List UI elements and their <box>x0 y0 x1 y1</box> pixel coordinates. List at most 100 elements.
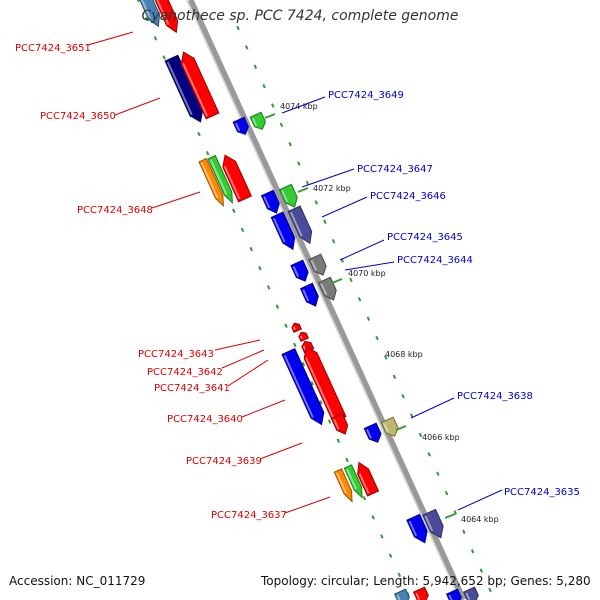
gene-3637-red[interactable] <box>353 460 380 497</box>
gene-3650-red[interactable] <box>177 49 220 120</box>
guide-dot <box>371 515 375 520</box>
gene-label-3645[interactable]: PCC7424_3645 <box>387 232 463 243</box>
kbp-label-4070: 4070 kbp <box>348 269 386 278</box>
guide-dot <box>357 297 362 302</box>
leader-line <box>281 96 326 114</box>
gene-3647-green[interactable] <box>278 183 301 209</box>
guide-dot <box>375 335 379 341</box>
leader-line <box>114 97 161 116</box>
gene-3651-red[interactable] <box>153 0 181 35</box>
gene-3637-green[interactable] <box>343 464 365 499</box>
gene-3644-gray[interactable] <box>308 253 329 278</box>
kbp-tick-4066 <box>395 425 407 431</box>
kbp-tick-4074 <box>264 113 276 119</box>
gene-3640-blue[interactable] <box>281 348 328 428</box>
gene-partial-1[interactable] <box>393 588 412 600</box>
leader-line <box>87 31 134 46</box>
gene-3649-green[interactable] <box>249 111 268 132</box>
guide-dot <box>293 342 297 348</box>
gene-label-3648[interactable]: PCC7424_3648 <box>77 205 153 216</box>
guide-dot <box>232 208 236 214</box>
gene-3646-blue[interactable] <box>270 211 299 252</box>
guide-dot <box>436 471 440 476</box>
gene-3648-orange[interactable] <box>198 157 227 208</box>
guide-dot <box>427 452 431 457</box>
gene-3648-green[interactable] <box>207 154 236 205</box>
gene-3639[interactable] <box>330 412 350 436</box>
gene-label-3639[interactable]: PCC7424_3639 <box>186 456 262 467</box>
gene-label-3650[interactable]: PCC7424_3650 <box>40 111 116 122</box>
gene-label-3643[interactable]: PCC7424_3643 <box>138 349 214 360</box>
gene-3638-khaki[interactable] <box>380 416 400 439</box>
gene-3635-purple[interactable] <box>422 508 447 540</box>
gene-3638-blue[interactable] <box>363 422 383 445</box>
guide-dot <box>444 490 449 496</box>
guide-dot <box>392 374 397 380</box>
gene-3646-purple[interactable] <box>287 205 316 246</box>
kbp-tick-4070 <box>331 278 343 284</box>
leader-line <box>284 496 331 514</box>
gene-3647-blue[interactable] <box>260 189 283 215</box>
guide-dot <box>249 246 253 252</box>
guide-dot <box>410 413 414 418</box>
gene-3644b-gray[interactable] <box>317 276 340 302</box>
guide-dot <box>323 219 327 225</box>
gene-label-3644[interactable]: PCC7424_3644 <box>397 255 473 266</box>
gene-partial-2[interactable] <box>412 586 431 600</box>
gene-label-3642[interactable]: PCC7424_3642 <box>147 367 223 378</box>
gene-3643[interactable] <box>291 322 302 333</box>
gene-3648-red[interactable] <box>219 152 252 203</box>
gene-3645-blue[interactable] <box>290 259 311 284</box>
gene-3651-steel[interactable] <box>135 0 163 29</box>
leader-line <box>410 397 455 419</box>
gene-3635-blue[interactable] <box>406 513 431 545</box>
guide-dot <box>288 142 292 147</box>
guide-dot <box>327 419 332 424</box>
guide-dot <box>362 495 367 501</box>
gene-3637-orange[interactable] <box>333 468 355 503</box>
gene-label-3635[interactable]: PCC7424_3635 <box>504 487 580 498</box>
guide-dot <box>310 380 314 386</box>
gene-label-3641[interactable]: PCC7424_3641 <box>154 383 230 394</box>
guide-dot <box>205 151 210 156</box>
guide-dot <box>262 83 266 89</box>
gene-3650-navy[interactable] <box>164 54 207 125</box>
guide-dot <box>258 266 262 271</box>
right-gene-labels: PCC7424_3649 PCC7424_3647 PCC7424_3646 P… <box>281 90 580 511</box>
guide-dot <box>153 36 158 41</box>
guide-dot <box>244 45 249 50</box>
leader-line <box>321 196 368 218</box>
gene-partial-3[interactable] <box>445 588 464 600</box>
gene-features <box>135 0 481 600</box>
gene-3649-blue[interactable] <box>232 116 251 137</box>
gene-partial-4[interactable] <box>462 586 481 600</box>
guide-dot <box>275 304 280 309</box>
leader-line <box>259 442 303 460</box>
leader-line <box>151 191 201 209</box>
gene-label-3647[interactable]: PCC7424_3647 <box>357 164 433 175</box>
gene-label-3651[interactable]: PCC7424_3651 <box>15 43 91 54</box>
gene-label-3649[interactable]: PCC7424_3649 <box>328 90 404 101</box>
guide-dot <box>197 131 201 137</box>
guide-dot <box>401 393 405 399</box>
guide-dot <box>380 534 384 539</box>
gene-3642[interactable] <box>298 331 309 342</box>
kbp-tick-4064 <box>444 513 456 519</box>
guide-dot <box>144 16 149 22</box>
accession-text: Accession: NC_011729 <box>9 574 146 588</box>
gene-label-3637[interactable]: PCC7424_3637 <box>211 510 287 521</box>
guide-dot <box>388 553 393 558</box>
guide-dot <box>331 238 336 244</box>
leader-line <box>301 168 355 188</box>
guide-dot <box>305 180 310 186</box>
guide-dot <box>314 200 318 205</box>
gene-label-3646[interactable]: PCC7424_3646 <box>370 191 446 202</box>
gene-3645b-blue[interactable] <box>299 282 322 308</box>
guide-dot <box>366 316 371 321</box>
gene-label-3638[interactable]: PCC7424_3638 <box>457 391 533 402</box>
guide-dot <box>349 277 353 283</box>
gene-label-3640[interactable]: PCC7424_3640 <box>167 414 243 425</box>
guide-dot <box>162 55 166 60</box>
guide-dot <box>284 323 288 328</box>
